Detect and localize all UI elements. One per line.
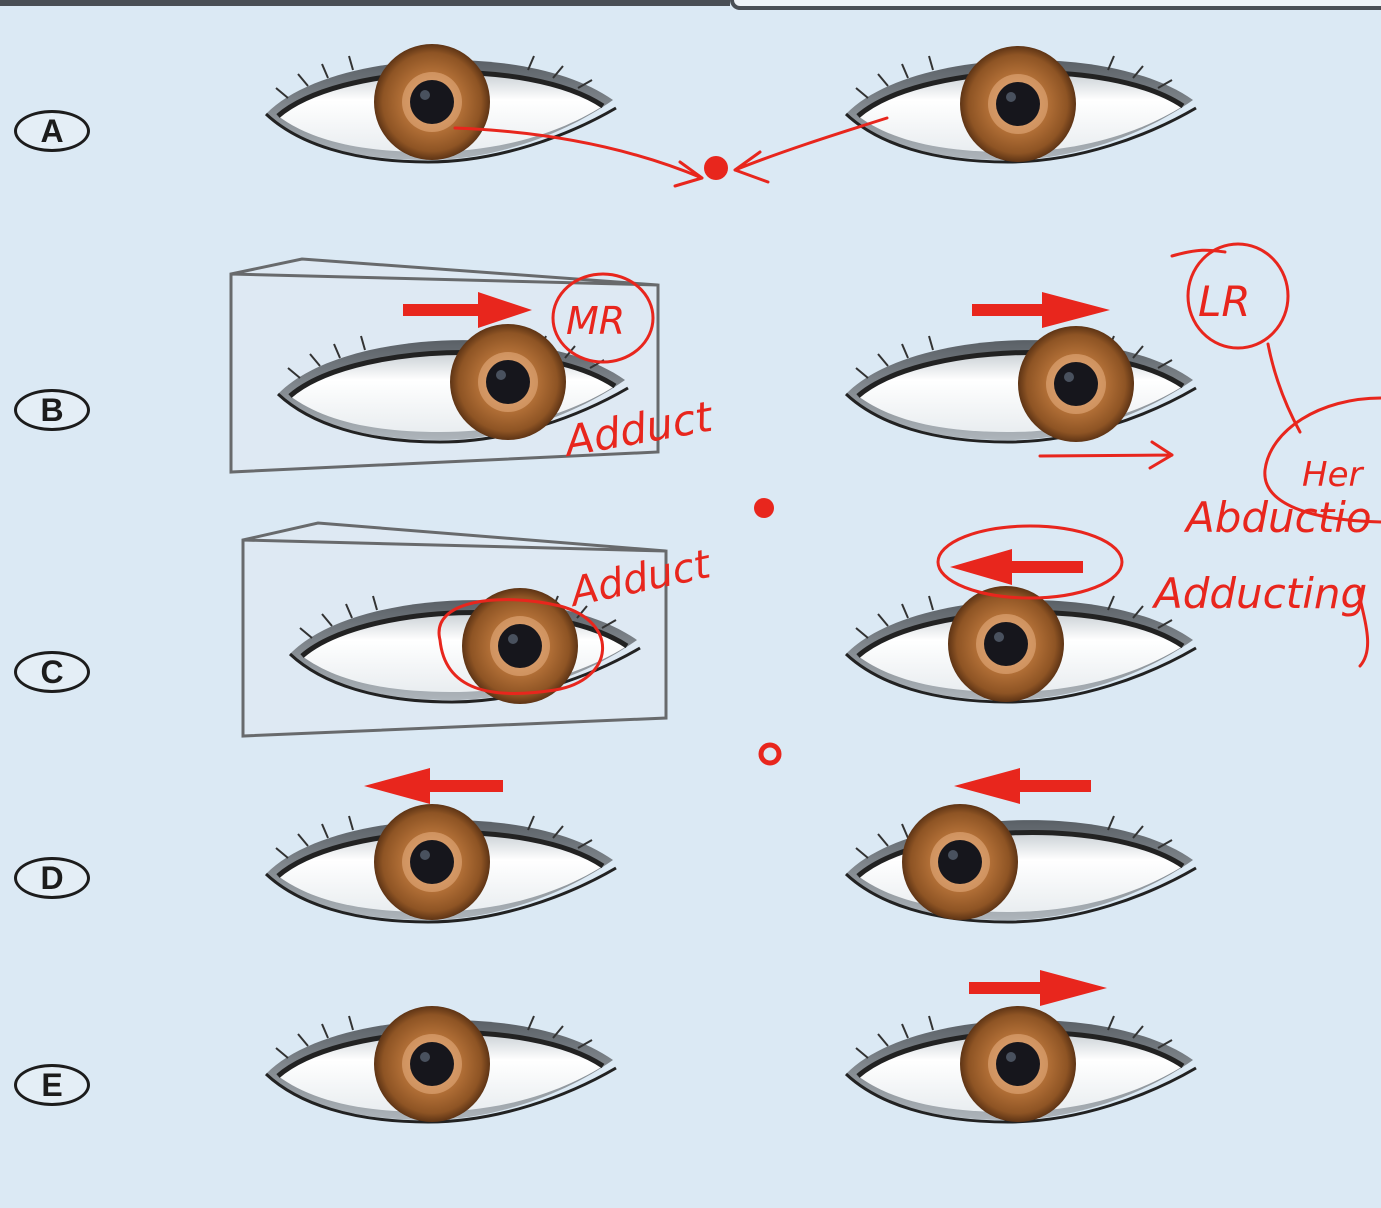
arrow-d-right-eye bbox=[364, 768, 503, 804]
abduction-label: Abductio bbox=[1183, 493, 1372, 542]
arrow-e-left-eye bbox=[969, 970, 1107, 1006]
fixation-dot-c bbox=[761, 745, 779, 763]
eye-d-left bbox=[846, 804, 1196, 922]
mr-label: MR bbox=[566, 299, 625, 343]
eye-a-left bbox=[846, 46, 1196, 162]
arrow-c-left-eye bbox=[950, 549, 1083, 585]
fixation-dot-b bbox=[754, 498, 774, 518]
fixation-dot-a bbox=[704, 156, 728, 180]
lr-label: LR bbox=[1198, 277, 1251, 326]
arrow-d-left-eye bbox=[954, 768, 1091, 804]
hering-label: Her bbox=[1302, 455, 1364, 495]
eye-b-left bbox=[846, 326, 1196, 442]
abduction-arrow bbox=[1040, 442, 1172, 468]
eye-c-left bbox=[846, 586, 1196, 702]
eye-e-right bbox=[266, 1006, 616, 1122]
eye-a-right bbox=[266, 44, 616, 162]
eye-e-left bbox=[846, 1006, 1196, 1122]
eye-d-right bbox=[266, 804, 616, 922]
adducting-label: Adducting bbox=[1151, 569, 1367, 618]
arrow-b-left-eye bbox=[972, 292, 1110, 328]
